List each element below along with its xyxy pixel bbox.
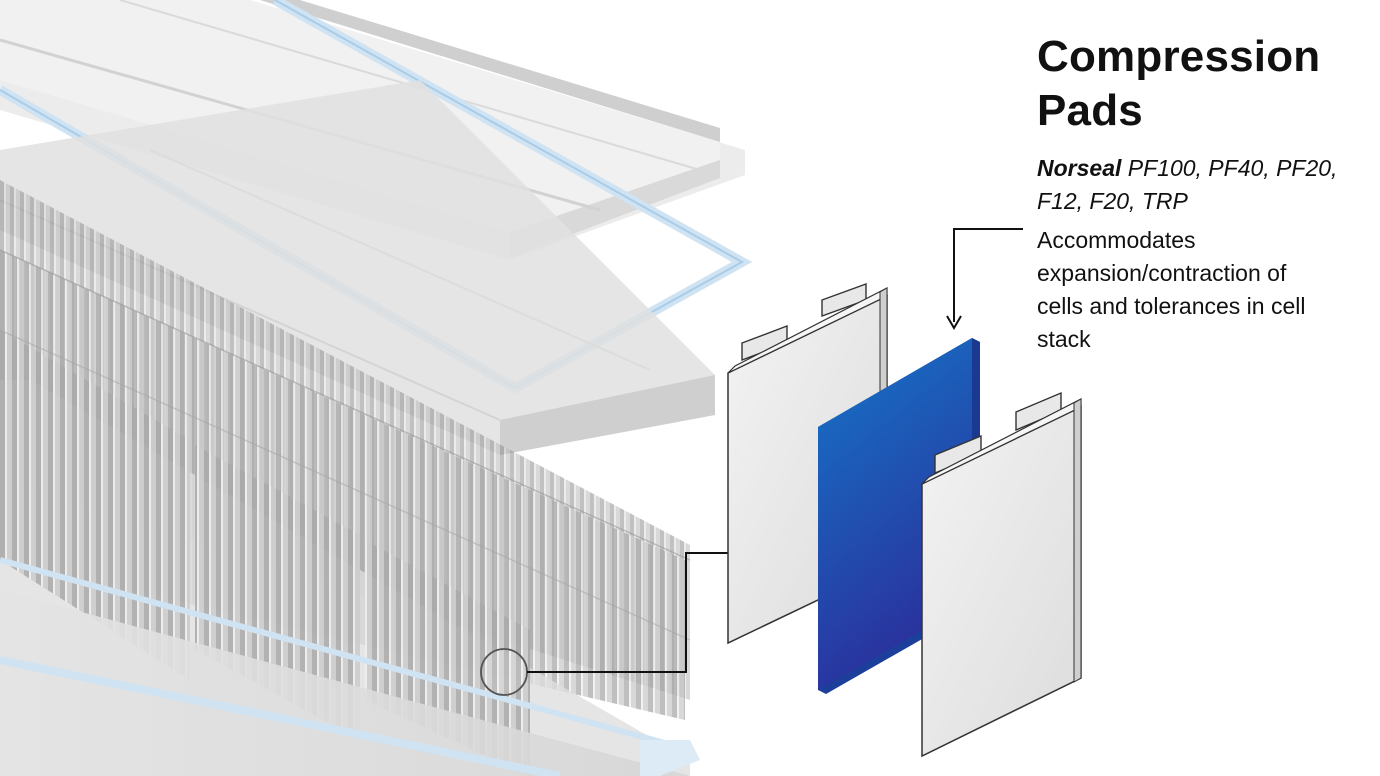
page-title: Compression Pads [1037, 30, 1367, 138]
product-list: Norseal PF100, PF40, PF20, F12, F20, TRP [1037, 152, 1367, 218]
info-panel: Compression Pads Norseal PF100, PF40, PF… [1037, 30, 1367, 356]
title-line-2: Pads [1037, 86, 1143, 135]
title-line-1: Compression [1037, 32, 1321, 81]
magnifier-circle-icon [480, 648, 528, 696]
battery-cell-right [921, 391, 1082, 758]
product-codes: PF100, PF40, PF20, F12, F20, TRP [1037, 155, 1338, 214]
module-base-tray [0, 557, 700, 776]
leader-arrow-icon [946, 228, 1023, 330]
description-text: Accommodates expansion/contraction of ce… [1037, 227, 1306, 352]
brand-name: Norseal [1037, 155, 1122, 181]
